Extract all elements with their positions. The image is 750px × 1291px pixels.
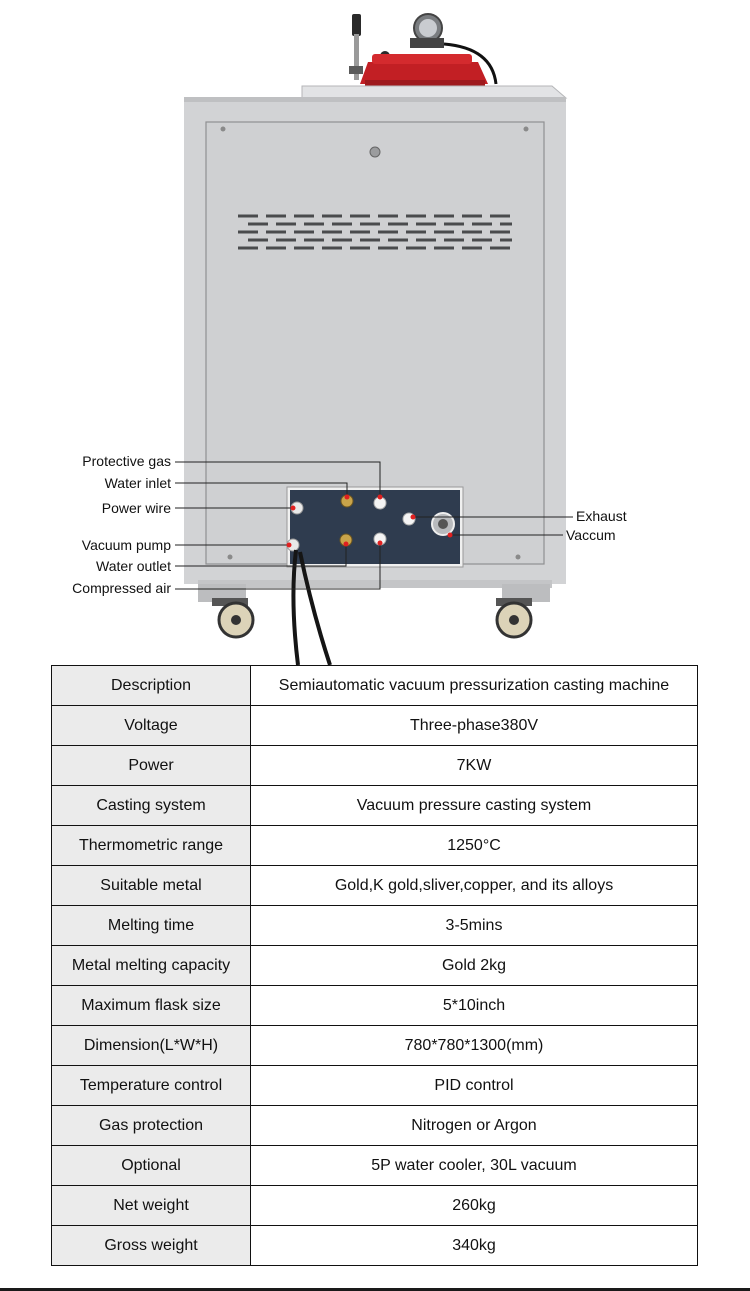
- spec-value: Semiautomatic vacuum pressurization cast…: [250, 665, 698, 706]
- callout-exhaust: Exhaust: [576, 508, 627, 524]
- spec-label: Description: [51, 665, 251, 706]
- caster-wheels: [212, 598, 533, 639]
- callout-lines: [175, 461, 573, 590]
- connector-panel: [286, 486, 464, 568]
- spec-label: Gross weight: [51, 1225, 251, 1266]
- bottom-divider: [0, 1288, 750, 1291]
- spec-label: Voltage: [51, 705, 251, 746]
- spec-value: Gold,K gold,sliver,copper, and its alloy…: [250, 865, 698, 906]
- spec-value: Nitrogen or Argon: [250, 1105, 698, 1146]
- spec-value: Vacuum pressure casting system: [250, 785, 698, 826]
- spec-value: PID control: [250, 1065, 698, 1106]
- callout-power-wire: Power wire: [101, 500, 171, 516]
- table-row: Dimension(L*W*H)780*780*1300(mm): [51, 1025, 698, 1066]
- spec-label: Net weight: [51, 1185, 251, 1226]
- callout-water-outlet: Water outlet: [96, 558, 171, 574]
- spec-label: Dimension(L*W*H): [51, 1025, 251, 1066]
- spec-label: Thermometric range: [51, 825, 251, 866]
- lid-assembly: [349, 13, 498, 88]
- spec-value: 260kg: [250, 1185, 698, 1226]
- callout-compressed-air: Compressed air: [72, 580, 171, 596]
- spec-label: Suitable metal: [51, 865, 251, 906]
- spec-label: Optional: [51, 1145, 251, 1186]
- spec-label: Metal melting capacity: [51, 945, 251, 986]
- casting-machine-illustration: [175, 13, 573, 666]
- spec-value: 5*10inch: [250, 985, 698, 1026]
- callout-dots: [286, 494, 453, 548]
- spec-value: Gold 2kg: [250, 945, 698, 986]
- callout-vaccum: Vaccum: [566, 527, 616, 543]
- spec-value: 1250°C: [250, 825, 698, 866]
- spec-label: Power: [51, 745, 251, 786]
- spec-value: 3-5mins: [250, 905, 698, 946]
- spec-label: Gas protection: [51, 1105, 251, 1146]
- spec-value: Three-phase380V: [250, 705, 698, 746]
- spec-label: Temperature control: [51, 1065, 251, 1106]
- spec-label: Casting system: [51, 785, 251, 826]
- callout-vacuum-pump: Vacuum pump: [81, 537, 171, 553]
- spec-value: 340kg: [250, 1225, 698, 1266]
- spec-label: Maximum flask size: [51, 985, 251, 1026]
- callout-protective-gas: Protective gas: [82, 453, 171, 469]
- spec-value: 780*780*1300(mm): [250, 1025, 698, 1066]
- callout-water-inlet: Water inlet: [104, 475, 171, 491]
- spec-value: 7KW: [250, 745, 698, 786]
- spec-label: Melting time: [51, 905, 251, 946]
- machine-figure: Protective gas Water inlet Power wire Va…: [72, 13, 627, 666]
- spec-value: 5P water cooler, 30L vacuum: [250, 1145, 698, 1186]
